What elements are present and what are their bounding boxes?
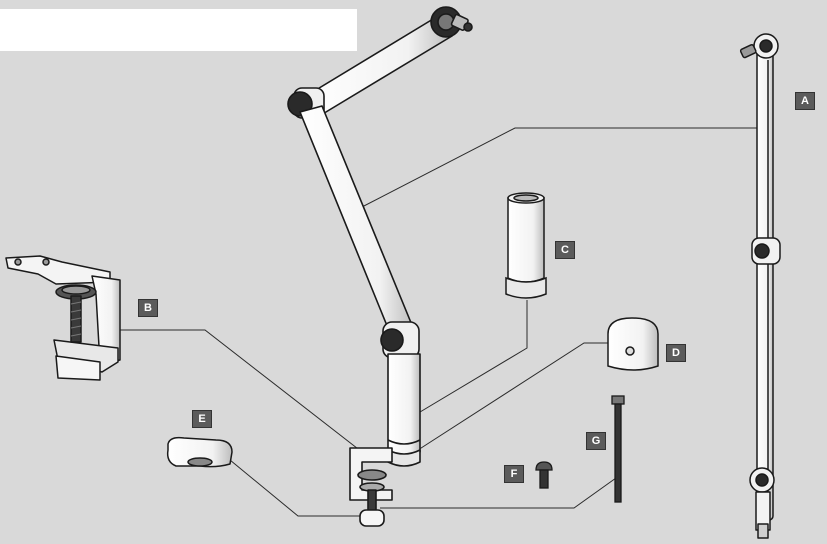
lower-joint-icon bbox=[380, 321, 420, 359]
middle-knuckle-icon bbox=[751, 237, 781, 265]
leader-c bbox=[409, 300, 528, 419]
callout-g: G bbox=[586, 432, 606, 450]
part-f-screw bbox=[535, 461, 553, 489]
callout-c: C bbox=[555, 241, 575, 259]
title-box bbox=[0, 9, 357, 51]
part-a-extension-arm bbox=[739, 33, 781, 539]
leader-e bbox=[229, 459, 362, 517]
upper-arm-segment bbox=[305, 15, 453, 119]
top-knuckle-icon bbox=[739, 33, 779, 59]
leader-lines bbox=[112, 127, 764, 517]
callout-b: B bbox=[138, 299, 158, 317]
leader-g bbox=[380, 477, 617, 509]
part-g-long-bolt bbox=[611, 395, 625, 503]
part-c-insert-sleeve bbox=[505, 192, 547, 299]
bottom-knuckle-icon bbox=[749, 467, 775, 539]
lower-arm-segment bbox=[299, 105, 415, 339]
callout-e: E bbox=[192, 410, 212, 428]
thread-tip-icon bbox=[430, 6, 473, 38]
callout-d: D bbox=[666, 344, 686, 362]
part-b-desk-clamp bbox=[5, 255, 121, 381]
leader-b bbox=[112, 329, 363, 453]
leader-a bbox=[359, 127, 764, 209]
part-e-wing-nut bbox=[166, 436, 233, 468]
callout-a: A bbox=[795, 92, 815, 110]
part-d-cap-plate bbox=[607, 317, 659, 371]
callout-f: F bbox=[504, 465, 524, 483]
vertical-post bbox=[387, 353, 421, 457]
leader-d bbox=[417, 342, 608, 451]
boom-arm-assembly bbox=[287, 6, 473, 527]
